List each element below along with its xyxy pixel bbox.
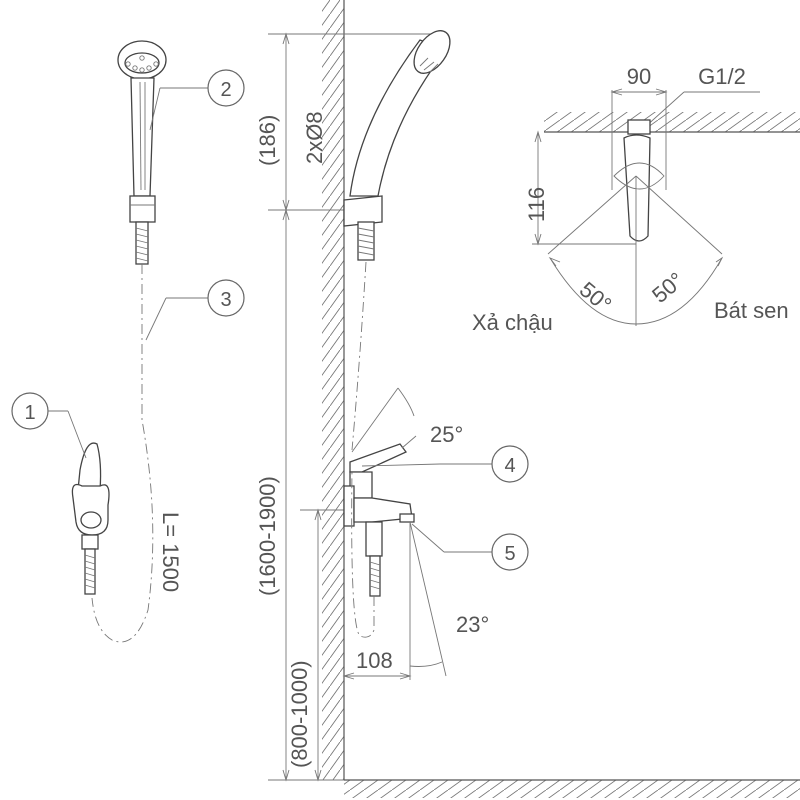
head-height-label: (186) xyxy=(255,115,280,166)
faucet-height-label: (800-1000) xyxy=(287,660,312,768)
faucet-hose xyxy=(351,469,375,638)
spout-angle-label: 23° xyxy=(456,612,489,637)
hose-diameter-label: 2xØ8 xyxy=(302,111,327,164)
lever-angle-label: 25° xyxy=(430,422,463,447)
right-angle-label: 50° xyxy=(647,267,689,308)
mixer-faucet xyxy=(343,443,415,597)
wall-holder-part-1 xyxy=(71,442,110,595)
wall-section xyxy=(322,0,800,798)
hose-length-label: L= 1500 xyxy=(158,512,183,592)
left-angle-label: 50° xyxy=(575,277,617,318)
callout-3-label: 3 xyxy=(220,289,231,311)
left-outlet-label: Xả chậu xyxy=(472,310,553,335)
callout-4-label: 4 xyxy=(504,455,515,477)
mounted-hand-shower xyxy=(343,30,451,261)
hand-shower-part-2 xyxy=(117,40,167,265)
callout-1-label: 1 xyxy=(24,402,35,424)
height-dimensions xyxy=(268,32,440,782)
callout-1: 1 xyxy=(11,392,87,459)
mounted-hose xyxy=(351,261,367,451)
right-outlet-label: Bát sen xyxy=(714,298,789,323)
shower-hose-part-3 xyxy=(91,264,154,643)
top-height-label: 116 xyxy=(524,187,549,222)
callout-5: 5 xyxy=(411,523,529,571)
thread-label: G1/2 xyxy=(698,64,746,89)
top-width-label: 90 xyxy=(627,64,651,89)
callout-2-label: 2 xyxy=(220,79,231,101)
spout-reach-label: 108 xyxy=(356,648,393,673)
top-view: 90 G1/2 116 50° 50° Xả chậu Bát sen xyxy=(472,64,800,335)
spout-dimensions: 23° 108 xyxy=(342,521,489,680)
holder-height-label: (1600-1900) xyxy=(255,476,280,596)
callout-4: 4 xyxy=(361,445,529,483)
callout-5-label: 5 xyxy=(504,543,515,565)
callout-3: 3 xyxy=(145,279,245,341)
lever-angle-dimension: 25° xyxy=(351,387,463,453)
callout-2: 2 xyxy=(149,69,245,131)
